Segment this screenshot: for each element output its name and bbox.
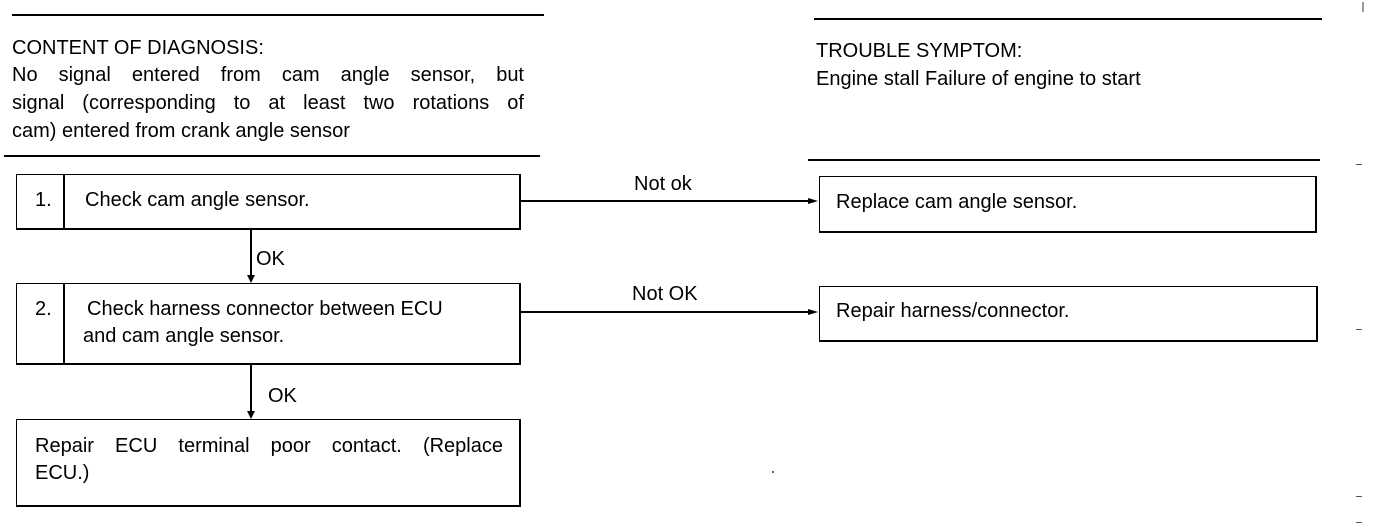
step-2-box: 2. Check harness connector between ECU a… [16,283,521,365]
margin-dot [1362,2,1364,12]
arrow-down-icon [247,411,255,419]
step-1-number-divider [63,175,65,228]
step-1-box: 1. Check cam angle sensor. [16,174,521,230]
step-2-number-divider [63,284,65,363]
content-line-1: No signal entered from cam angle sensor,… [12,64,524,86]
stray-dot [772,471,774,473]
branch-1-action-box: Replace cam angle sensor. [819,176,1317,233]
symptom-text: Engine stall Failure of engine to start [816,68,1141,90]
ok-label-2: OK [268,385,297,407]
content-line-3: cam) entered from crank angle sensor [12,120,350,142]
content-bottom-rule [4,155,540,157]
symptom-top-rule [814,18,1322,20]
connector-step2-to-final [250,365,252,412]
final-action-line-1: Repair ECU terminal poor contact. (Repla… [35,435,503,457]
symptom-title: TROUBLE SYMPTOM: [816,40,1023,62]
arrow-right-icon [808,198,818,204]
branch-2-connector [521,311,811,313]
step-1-text: Check cam angle sensor. [85,189,310,211]
ok-label-1: OK [256,248,285,270]
final-action-box: Repair ECU terminal poor contact. (Repla… [16,419,521,507]
content-line-2: signal (corresponding to at least two ro… [12,92,524,114]
final-action-line-2: ECU.) [35,462,90,484]
symptom-bottom-rule [808,159,1320,161]
margin-mark [1356,522,1362,523]
arrow-down-icon [247,275,255,283]
branch-1-connector [521,200,811,202]
step-2-number: 2. [35,298,52,320]
step-2-text-line-2: and cam angle sensor. [83,325,285,347]
branch-2-action-text: Repair harness/connector. [836,300,1070,322]
content-title: CONTENT OF DIAGNOSIS: [12,37,264,59]
branch-2-action-box: Repair harness/connector. [819,286,1318,342]
content-top-rule [12,14,544,16]
connector-step1-to-step2 [250,230,252,276]
margin-mark [1356,164,1362,165]
branch-1-label: Not ok [634,173,692,195]
branch-2-label: Not OK [632,283,698,305]
arrow-right-icon [808,309,818,315]
margin-mark [1356,329,1362,330]
step-1-number: 1. [35,189,52,211]
step-2-text-line-1: Check harness connector between ECU [87,298,443,320]
margin-mark [1356,496,1362,497]
branch-1-action-text: Replace cam angle sensor. [836,191,1078,213]
